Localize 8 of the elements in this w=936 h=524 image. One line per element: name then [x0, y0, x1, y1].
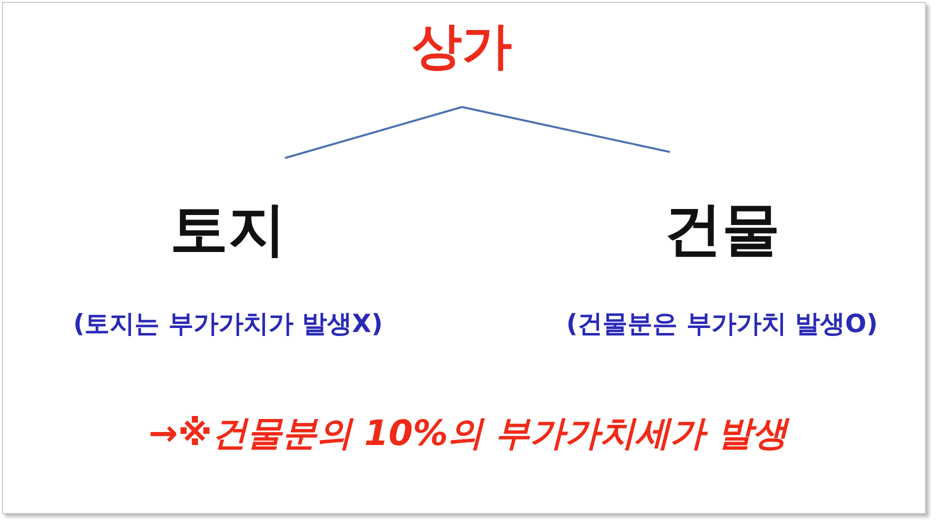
node-label: 건물: [664, 196, 780, 263]
connector-line: [462, 106, 670, 153]
node-label: 토지: [170, 196, 286, 263]
connector-line: [284, 106, 462, 159]
note-text: →※건물분의 10%의 부가가치세가 발생: [148, 414, 788, 454]
note-text: (건물분은 부가가치 발생O): [566, 308, 878, 340]
note-text: (토지는 부가가치가 발생X): [73, 308, 383, 340]
node-label: 상가: [412, 18, 512, 76]
